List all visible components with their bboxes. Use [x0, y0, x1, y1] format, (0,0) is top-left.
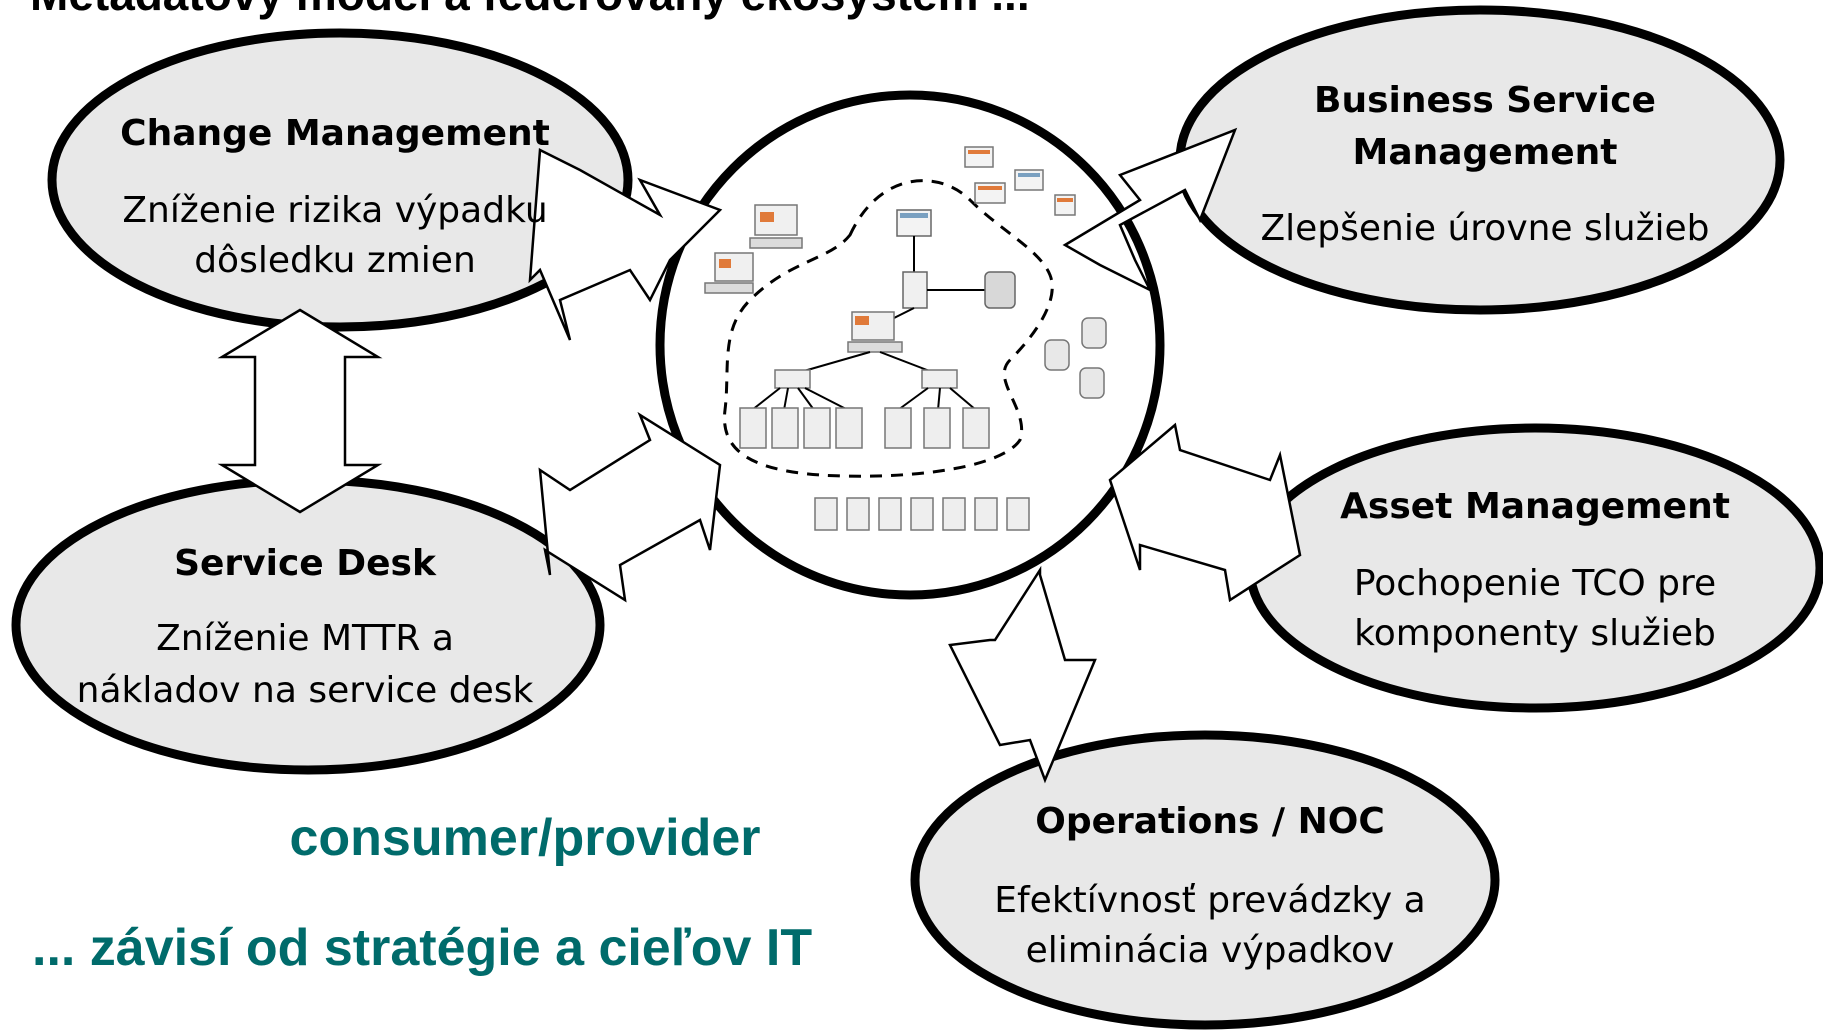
network-icons	[704, 146, 1107, 531]
bsm-line1: Zlepšenie úrovne služieb	[1260, 208, 1709, 249]
server-tower-icon	[974, 497, 998, 531]
link-line	[937, 387, 941, 411]
change-servicedesk-arrow	[217, 308, 383, 514]
server-tower-icon	[803, 407, 831, 449]
consumer-provider-caption: consumer/provider	[289, 809, 760, 867]
change-management-ellipse	[47, 28, 633, 332]
page-title: Metadátový model a federovaný ekosystém …	[30, 0, 1030, 20]
switch-icon	[921, 369, 958, 389]
link-line	[783, 387, 789, 411]
server-tower-icon	[739, 407, 767, 449]
server-tower-icon	[962, 407, 990, 449]
change-management-title: Change Management	[120, 113, 550, 154]
router-light-icon	[719, 259, 731, 268]
operations-noc-line1: Efektívnosť prevádzky a	[994, 880, 1426, 921]
server-tower-icon	[910, 497, 934, 531]
switch-light-icon	[855, 316, 869, 325]
monitor-bar-icon	[900, 213, 928, 218]
asset-management-title: Asset Management	[1340, 486, 1730, 527]
database-icon	[1079, 367, 1105, 399]
service-desk-line2: nákladov na service desk	[77, 670, 534, 711]
center-bsm-arrow	[1062, 127, 1238, 293]
asset-management-line2: komponenty služieb	[1354, 613, 1716, 654]
operations-noc-ellipse	[910, 730, 1500, 1030]
monitor-bar-icon	[1018, 173, 1040, 177]
service-desk-title: Service Desk	[174, 543, 437, 584]
server-tower-icon	[846, 497, 870, 531]
server-tower-icon	[835, 407, 863, 449]
printer-icon	[984, 271, 1016, 309]
server-tower-icon	[884, 407, 912, 449]
change-management-line1: Zníženie rizika výpadku	[122, 190, 547, 231]
monitor-bar-icon	[978, 186, 1002, 190]
service-desk-line1: Zníženie MTTR a	[156, 618, 454, 659]
server-icon	[902, 271, 928, 309]
router-base-icon	[704, 282, 754, 294]
switch-icon	[774, 369, 811, 389]
monitor-bar-icon	[1057, 198, 1073, 202]
server-tower-icon	[814, 497, 838, 531]
change-center-arrow	[528, 148, 723, 341]
operations-noc-title: Operations / NOC	[1035, 801, 1385, 842]
database-icon	[1044, 339, 1070, 371]
link-line	[949, 387, 977, 411]
link-line	[797, 387, 815, 411]
link-line	[751, 387, 781, 411]
link-line	[804, 387, 849, 411]
server-tower-icon	[1006, 497, 1030, 531]
center-ops-arrow	[948, 565, 1097, 784]
router-light-icon	[760, 212, 774, 222]
strategy-caption: ... závisí od stratégie a cieľov IT	[32, 919, 812, 977]
asset-management-line1: Pochopenie TCO pre	[1354, 563, 1716, 604]
server-tower-icon	[923, 407, 951, 449]
servicedesk-center-arrow	[538, 411, 722, 603]
database-icon	[1081, 317, 1107, 349]
monitor-bar-icon	[968, 150, 990, 154]
change-management-line2: dôsledku zmien	[194, 240, 476, 281]
router-base-icon	[749, 237, 803, 249]
network-boundary-dashed	[722, 179, 1054, 478]
server-tower-icon	[942, 497, 966, 531]
server-tower-icon	[878, 497, 902, 531]
center-asset-arrow	[1108, 422, 1302, 603]
switch-base-icon	[847, 341, 903, 353]
bsm-title-line1: Business Service	[1314, 80, 1656, 121]
link-line	[897, 387, 929, 411]
server-tower-icon	[771, 407, 799, 449]
operations-noc-line2: eliminácia výpadkov	[1026, 930, 1395, 971]
bsm-title-line2: Management	[1353, 132, 1618, 173]
